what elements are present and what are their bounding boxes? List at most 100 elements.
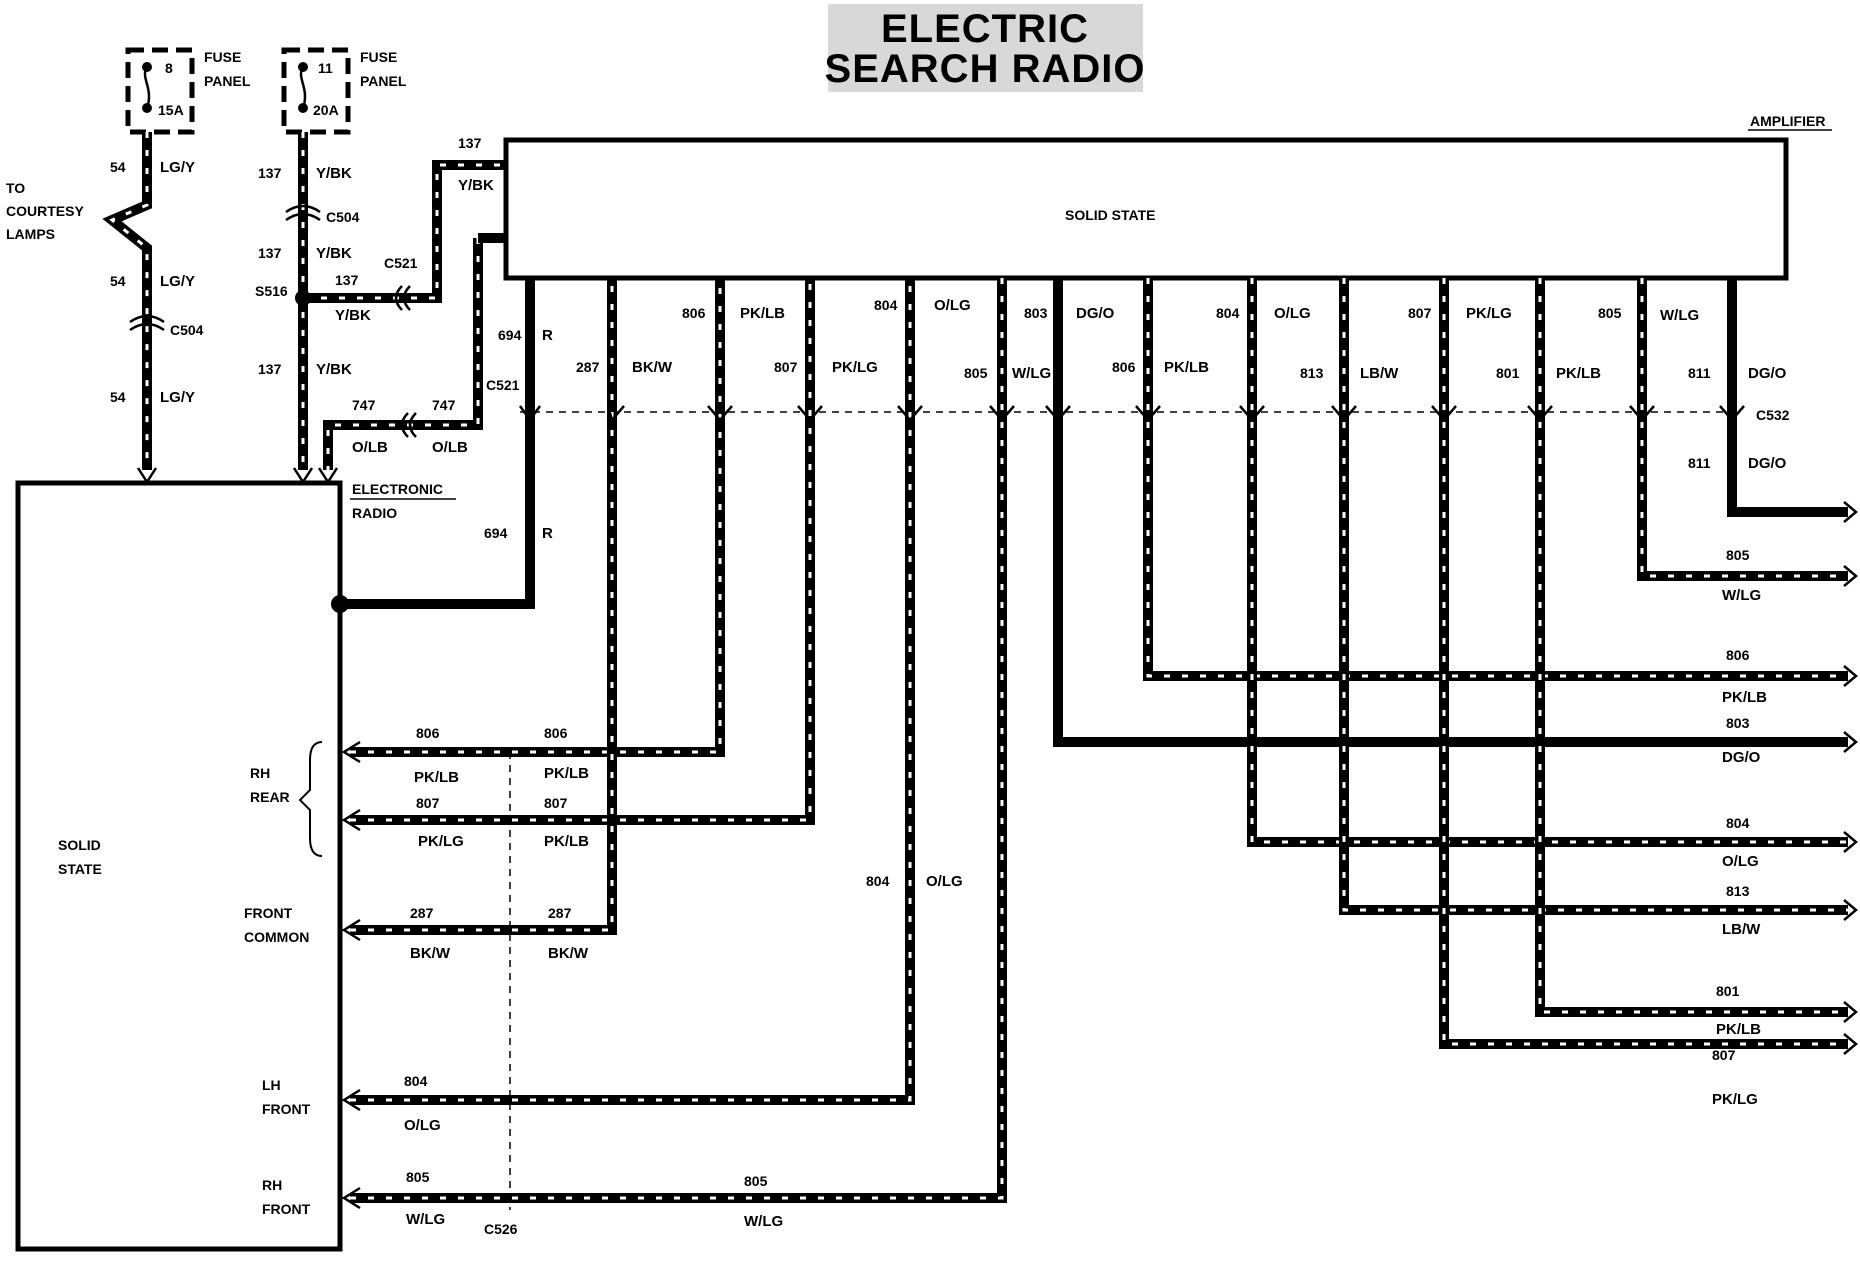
c504-right-label: C504 xyxy=(326,209,360,225)
wire-806-num-a: 806 xyxy=(416,725,440,741)
wire-747-num-2: 747 xyxy=(432,397,456,413)
wire-137-color-3: Y/BK xyxy=(316,361,352,378)
rh-rear-bracket xyxy=(298,741,323,857)
wire-694-num-1: 694 xyxy=(498,327,522,343)
amplifier-body: SOLID STATE xyxy=(1065,207,1155,223)
wire-137-color-4: Y/BK xyxy=(335,307,371,324)
wire-803-color-b: DG/O xyxy=(1722,749,1761,766)
arrow-287-left xyxy=(341,918,361,942)
wire-805-num-a: 805 xyxy=(406,1169,430,1185)
wire-811-num-b: 811 xyxy=(1688,455,1711,471)
wire-805-color-d: W/LG xyxy=(1660,307,1699,324)
wire-811-num-a: 811 xyxy=(1688,365,1711,381)
radio-label-line-2: RADIO xyxy=(352,505,397,521)
wire-54-color-3: LG/Y xyxy=(160,389,195,406)
wire-137-color-5: Y/BK xyxy=(458,177,494,194)
front-common-line-1: FRONT xyxy=(244,905,293,921)
wire-804-color-b: O/LG xyxy=(926,873,963,890)
wire-806-num-d: 806 xyxy=(1112,359,1136,375)
wire-137: S516 137 Y/BK 137 Y/BK 137 Y/BK 137 Y/BK… xyxy=(255,132,506,485)
courtesy-line-1: TO xyxy=(6,180,25,196)
wire-804-num-d: 804 xyxy=(1216,305,1240,321)
wire-807-num-c: 807 xyxy=(774,359,798,375)
courtesy-lamps-label: TO COURTESY LAMPS xyxy=(6,180,84,242)
wire-807-color-b: PK/LB xyxy=(544,833,589,850)
radio-label-line-1: ELECTRONIC xyxy=(352,481,443,497)
wire-804-color-a: O/LG xyxy=(404,1117,441,1134)
fuse-2-rating: 20A xyxy=(313,102,339,118)
wire-747-color-2: O/LB xyxy=(432,439,468,456)
wire-811-color-a: DG/O xyxy=(1748,365,1787,382)
wire-807-num-d: 807 xyxy=(1408,305,1432,321)
radio-body-line-1: SOLID xyxy=(58,837,101,853)
rh-rear-807: 807 PK/LG 807 PK/LB 807 PK/LG xyxy=(341,278,878,850)
wire-137-color-1: Y/BK xyxy=(316,165,352,182)
output-811: 811 DG/O 811 DG/O xyxy=(1688,278,1848,517)
fuse-1-element xyxy=(143,66,151,109)
wire-54-num-2: 54 xyxy=(110,273,126,289)
wire-806-color-e: PK/LB xyxy=(1722,689,1767,706)
wire-804-color-d: O/LG xyxy=(1274,305,1311,322)
output-arrowheads xyxy=(1843,501,1858,1055)
wire-801-num-a: 801 xyxy=(1496,365,1520,381)
wire-804-num-a: 804 xyxy=(404,1073,428,1089)
fuse-1-label-line-2: PANEL xyxy=(204,73,251,89)
wire-805-num-b: 805 xyxy=(744,1173,768,1189)
wire-804-num-b: 804 xyxy=(866,873,890,889)
wire-806-color-d: PK/LB xyxy=(1164,359,1209,376)
wire-807-color-e: PK/LG xyxy=(1712,1091,1758,1108)
rh-rear-806: 806 PK/LB 806 PK/LB 806 PK/LB xyxy=(341,278,785,786)
amplifier-box xyxy=(503,137,1789,281)
fuse-2-element xyxy=(299,66,307,109)
output-804: 804 O/LG 804 O/LG xyxy=(1216,278,1848,870)
wire-806-color-b: PK/LB xyxy=(544,765,589,782)
wire-807-num-a: 807 xyxy=(416,795,440,811)
output-805: 805 W/LG 805 W/LG xyxy=(1598,278,1848,604)
lh-front-804: 804 O/LG 804 O/LG 804 O/LG xyxy=(341,278,971,1134)
rh-rear-line-1: RH xyxy=(250,765,270,781)
rh-front-line-1: RH xyxy=(262,1177,282,1193)
wire-694-color-1: R xyxy=(542,327,553,344)
wire-747-color-1: O/LB xyxy=(352,439,388,456)
radio-body-line-2: STATE xyxy=(58,861,102,877)
wire-805-color-b: W/LG xyxy=(744,1213,783,1230)
wire-807-color-a: PK/LG xyxy=(418,833,464,850)
wire-137-num-4: 137 xyxy=(335,272,359,288)
wire-54-color-2: LG/Y xyxy=(160,273,195,290)
wire-807-num-e: 807 xyxy=(1712,1047,1736,1063)
c504-left-label: C504 xyxy=(170,322,204,338)
fuse-2-label-line-2: PANEL xyxy=(360,73,407,89)
s516-label: S516 xyxy=(255,283,288,299)
s516-splice xyxy=(295,290,311,306)
wire-54-num-1: 54 xyxy=(110,159,126,175)
wire-803-num-a: 803 xyxy=(1024,305,1048,321)
courtesy-line-2: COURTESY xyxy=(6,203,84,219)
rh-rear-line-2: REAR xyxy=(250,789,290,805)
wire-806-num-e: 806 xyxy=(1726,647,1750,663)
wire-804-num-c: 804 xyxy=(874,297,898,313)
wire-805-color-a: W/LG xyxy=(406,1211,445,1228)
wire-137-arrow xyxy=(292,467,314,485)
wire-287-num-b: 287 xyxy=(548,905,572,921)
output-806: 806 PK/LB 806 PK/LB xyxy=(1112,278,1848,706)
rh-front-line-2: FRONT xyxy=(262,1201,311,1217)
wire-287-num-c: 287 xyxy=(576,359,600,375)
rh-front-805: 805 W/LG 805 W/LG 805 W/LG xyxy=(341,278,1051,1230)
wire-805-color-c: W/LG xyxy=(1012,365,1051,382)
wire-805-num-c: 805 xyxy=(964,365,988,381)
fuse-1-rating: 15A xyxy=(158,102,184,118)
c532-label: C532 xyxy=(1756,407,1790,423)
wire-805-num-e: 805 xyxy=(1726,547,1750,563)
arrow-804-left xyxy=(341,1088,361,1112)
arrow-807-left xyxy=(341,808,361,832)
title-line-1: ELECTRIC xyxy=(881,7,1089,51)
fuse-1-label-line-1: FUSE xyxy=(204,49,241,65)
arrow-806-left xyxy=(341,740,361,764)
wire-694-num-2: 694 xyxy=(484,525,508,541)
wire-805-num-d: 805 xyxy=(1598,305,1622,321)
wire-137-num-5: 137 xyxy=(458,135,482,151)
output-813: 813 LB/W 813 LB/W xyxy=(1300,278,1848,938)
amplifier: AMPLIFIER SOLID STATE xyxy=(503,113,1832,281)
arrow-805-left xyxy=(341,1186,361,1210)
